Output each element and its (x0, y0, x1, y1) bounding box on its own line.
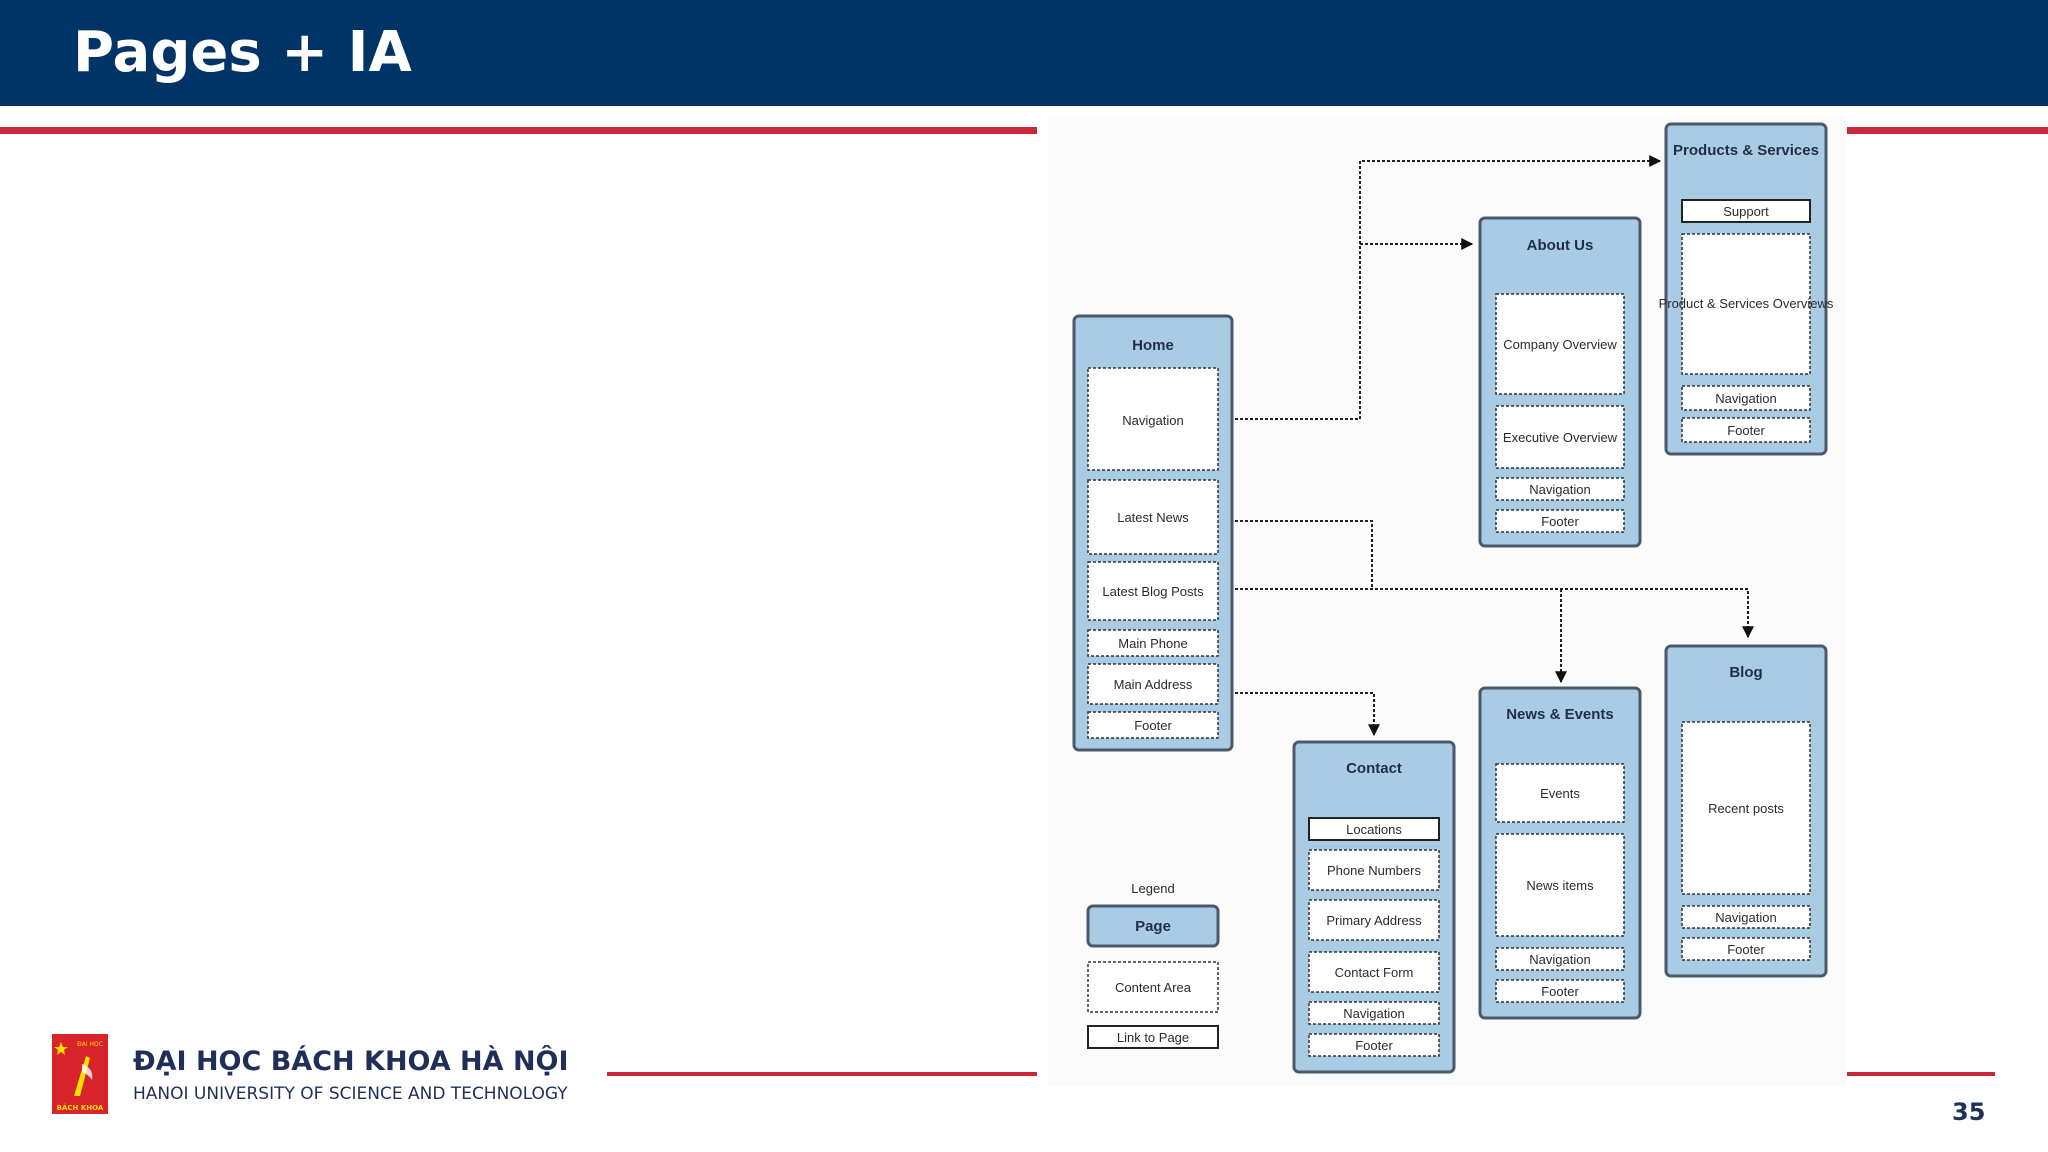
link-connectors (1220, 155, 1754, 737)
content-area (1495, 293, 1625, 395)
content-area-label: Product & Services Overviews (1659, 296, 1834, 311)
legend-content-area-swatch (1087, 961, 1219, 1013)
page-contact: Contact Locations Phone Numbers Primary … (1292, 740, 1456, 1074)
content-area-label: Navigation (1529, 482, 1590, 497)
logo-top-text: ĐẠI HỌC (77, 1041, 103, 1048)
content-area (1087, 663, 1219, 705)
legend-title: Legend (1131, 881, 1174, 896)
content-area-label: Latest News (1117, 510, 1189, 525)
university-subtitle: HANOI UNIVERSITY OF SCIENCE AND TECHNOLO… (133, 1084, 568, 1104)
content-area (1495, 477, 1625, 501)
university-logo: ĐẠI HỌC BÁCH KHOA (52, 1034, 108, 1114)
content-area-label: Navigation (1529, 952, 1590, 967)
content-area-label: Main Address (1114, 677, 1193, 692)
page-products-services: Products & Services Support Product & Se… (1659, 122, 1834, 456)
content-area-label: Footer (1134, 718, 1172, 733)
content-area (1087, 561, 1219, 621)
page-news-events: News & Events Events News items Navigati… (1478, 686, 1642, 1020)
content-area-label: Navigation (1715, 391, 1776, 406)
link-to-page-area (1681, 199, 1811, 223)
content-area (1681, 417, 1811, 443)
content-area-label: Recent posts (1708, 801, 1784, 816)
content-area (1681, 721, 1811, 895)
page-blog: Blog Recent posts Navigation Footer (1664, 644, 1828, 978)
ia-diagram: Home Navigation Latest News Latest Blog … (1048, 116, 1846, 1086)
content-area (1495, 947, 1625, 971)
university-name: ĐẠI HỌC BÁCH KHOA HÀ NỘI (133, 1046, 569, 1077)
page-about-us: About Us Company Overview Executive Over… (1478, 216, 1642, 548)
content-area-label: Footer (1727, 942, 1765, 957)
header-red-line-right (1847, 127, 2048, 134)
content-area-label: Navigation (1122, 413, 1183, 428)
header-bar (0, 0, 2048, 106)
content-area (1495, 405, 1625, 469)
content-area (1681, 233, 1811, 375)
content-area (1308, 899, 1440, 941)
content-area-label: News items (1526, 878, 1594, 893)
legend-content-area-label: Content Area (1115, 980, 1192, 995)
page-title: News & Events (1506, 706, 1614, 723)
content-area-label: Main Phone (1118, 636, 1187, 651)
content-area-label: Contact Form (1335, 965, 1414, 980)
content-area-label: Footer (1727, 423, 1765, 438)
footer-red-line-left (607, 1072, 1037, 1076)
content-area-label: Executive Overview (1503, 430, 1618, 445)
content-area-label: Latest Blog Posts (1102, 584, 1204, 599)
content-area (1495, 833, 1625, 937)
content-area-label: Navigation (1343, 1006, 1404, 1021)
link-blog (1220, 588, 1754, 639)
legend-link-label: Link to Page (1117, 1030, 1189, 1045)
footer-red-line-right (1847, 1072, 1995, 1076)
content-area (1681, 385, 1811, 411)
logo-bottom-text: BÁCH KHOA (57, 1103, 104, 1112)
link-latest-news (1220, 520, 1373, 589)
content-area-label: Navigation (1715, 910, 1776, 925)
content-area (1495, 979, 1625, 1003)
content-area (1495, 509, 1625, 533)
legend-link-swatch (1087, 1025, 1219, 1049)
content-area-label: Footer (1355, 1038, 1393, 1053)
content-area (1087, 711, 1219, 739)
content-area (1087, 629, 1219, 657)
page-title: About Us (1527, 237, 1594, 254)
header-red-line-left (0, 127, 1037, 134)
page-title: Contact (1346, 760, 1402, 777)
link-navigation-products (1220, 155, 1662, 420)
content-area (1308, 849, 1440, 891)
legend: Legend Page Content Area Link to Page (1086, 881, 1220, 1049)
content-area (1681, 937, 1811, 961)
content-area-label: Company Overview (1503, 337, 1617, 352)
content-area-label: Footer (1541, 984, 1579, 999)
content-area (1308, 1033, 1440, 1057)
content-area-label: Footer (1541, 514, 1579, 529)
page-title: Products & Services (1673, 142, 1819, 159)
content-area (1087, 367, 1219, 471)
content-area (1495, 763, 1625, 823)
link-to-page-area (1308, 817, 1440, 841)
star-icon (54, 1042, 68, 1055)
legend-page-swatch (1086, 904, 1220, 948)
content-area (1308, 1001, 1440, 1025)
page-number: 35 (1952, 1098, 1986, 1126)
link-contact (1220, 692, 1380, 737)
slide-title: Pages + IA (73, 20, 412, 85)
content-area (1087, 479, 1219, 555)
page-home: Home Navigation Latest News Latest Blog … (1072, 314, 1234, 752)
content-area (1308, 951, 1440, 993)
content-area-label: Support (1723, 204, 1769, 219)
page-title: Home (1132, 337, 1174, 354)
content-area (1681, 905, 1811, 929)
page-title: Blog (1729, 664, 1762, 681)
content-area-label: Primary Address (1326, 913, 1422, 928)
content-area-label: Locations (1346, 822, 1402, 837)
content-area-label: Events (1540, 786, 1580, 801)
content-area-label: Phone Numbers (1327, 863, 1421, 878)
legend-page-label: Page (1135, 918, 1171, 935)
